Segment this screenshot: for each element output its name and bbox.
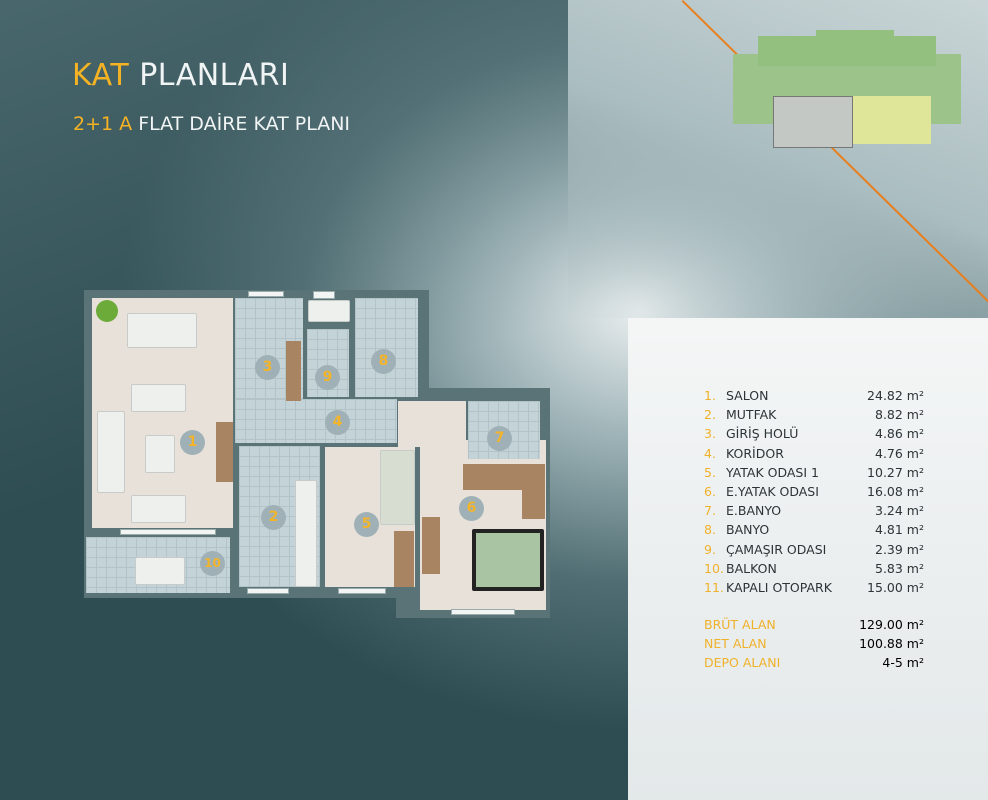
room-list-panel <box>628 318 988 800</box>
subtitle-highlight: 2+1 A <box>73 113 133 135</box>
room-marker-1: 1 <box>180 430 205 455</box>
wardrobe <box>394 531 414 587</box>
window <box>451 609 515 615</box>
single-bed <box>380 450 415 525</box>
dining-table <box>127 313 197 348</box>
sofa <box>131 495 186 523</box>
window <box>247 588 289 594</box>
room-marker-7: 7 <box>487 426 512 451</box>
wardrobe <box>286 341 301 401</box>
room-e-yatak-odasi <box>398 401 466 447</box>
room-marker-3: 3 <box>255 355 280 380</box>
double-bed <box>472 529 544 591</box>
key-plan-current-unit <box>773 96 853 148</box>
room-marker-10: 10 <box>200 551 225 576</box>
tv-unit <box>216 422 233 482</box>
window <box>120 529 216 535</box>
room-marker-2: 2 <box>261 505 286 530</box>
room-marker-9: 9 <box>315 365 340 390</box>
desk <box>422 517 440 574</box>
page-title: KAT PLANLARI <box>72 58 289 93</box>
room-marker-4: 4 <box>325 410 350 435</box>
window <box>338 588 386 594</box>
room-koridor <box>235 399 397 443</box>
washing-machine <box>308 300 350 322</box>
sofa <box>97 411 125 493</box>
plant-icon <box>96 300 118 322</box>
balcony-table <box>135 557 185 585</box>
coffee-table <box>145 435 175 473</box>
room-banyo <box>355 298 418 397</box>
sofa <box>131 384 186 412</box>
page-subtitle: 2+1 A FLAT DAİRE KAT PLANI <box>73 113 350 135</box>
kitchen-counter <box>295 480 317 587</box>
title-rest: PLANLARI <box>139 58 290 93</box>
window <box>313 291 335 299</box>
room-marker-8: 8 <box>371 349 396 374</box>
key-plan-mirror-unit <box>853 96 931 144</box>
building-key-plan <box>733 30 961 148</box>
room-marker-6: 6 <box>459 496 484 521</box>
room-marker-5: 5 <box>354 512 379 537</box>
window <box>248 291 284 297</box>
title-highlight: KAT <box>72 58 130 93</box>
subtitle-rest: FLAT DAİRE KAT PLANI <box>138 113 351 135</box>
